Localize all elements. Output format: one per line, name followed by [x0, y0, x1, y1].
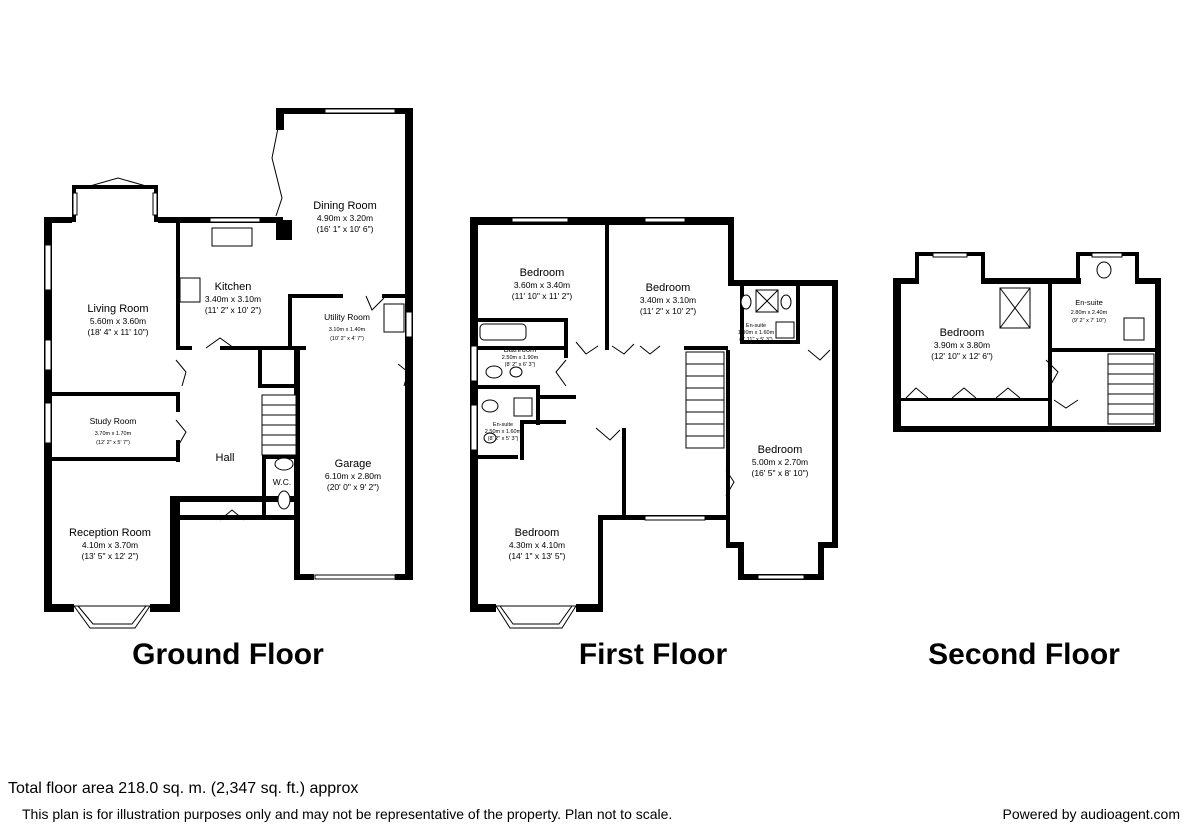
second-bedroom-metric: 3.90m x 3.80m [934, 340, 990, 350]
first-bedroom-2-imperial: (11' 2" x 10' 2") [640, 306, 697, 316]
first-bedroom-4-imperial: (14' 1" x 13' 5") [508, 551, 565, 561]
study-room-name: Study Room [90, 416, 137, 426]
first-bedroom-1-imperial: (11' 10" x 11' 2") [512, 291, 573, 301]
utility-room-metric: 3.10m x 1.40m [329, 327, 366, 333]
garage-name: Garage [335, 458, 372, 470]
bathroom-name: Bathroom [504, 345, 537, 354]
second-floor-plan [893, 252, 1161, 432]
second-bedroom-name: Bedroom [940, 327, 985, 339]
reception-room-imperial: (13' 5" x 12' 2") [81, 551, 138, 561]
first-ensuite-1-name: En-suite [746, 323, 766, 329]
garage-imperial: (20' 0" x 9' 2") [327, 482, 379, 492]
first-ensuite-2-name: En-suite [493, 422, 513, 428]
first-ensuite-1-metric: 1.90m x 1.60m [738, 330, 775, 336]
second-ensuite-imperial: (9' 2" x 7' 10") [1072, 318, 1106, 324]
reception-room-name: Reception Room [69, 527, 151, 539]
wc-name: W.C. [273, 477, 291, 487]
first-floor-title: First Floor [579, 638, 728, 671]
utility-room-name: Utility Room [324, 312, 370, 322]
reception-room-metric: 4.10m x 3.70m [82, 540, 138, 550]
dining-room-metric: 4.90m x 3.20m [317, 213, 373, 223]
study-room-metric: 3.70m x 1.70m [95, 431, 132, 437]
garage-metric: 6.10m x 2.80m [325, 471, 381, 481]
first-bedroom-2-name: Bedroom [646, 282, 691, 294]
bathroom-imperial: (8' 2" x 6' 3") [505, 362, 536, 368]
study-room-imperial: (12' 2" x 5' 7") [96, 440, 130, 446]
powered-by-link[interactable]: Powered by audioagent.com [1002, 806, 1180, 822]
second-bedroom-imperial: (12' 10" x 12' 6") [931, 351, 993, 361]
total-floor-area: Total floor area 218.0 sq. m. (2,347 sq.… [8, 780, 359, 797]
first-bedroom-3-metric: 5.00m x 2.70m [752, 457, 808, 467]
dining-room-imperial: (16' 1" x 10' 6") [316, 224, 373, 234]
ground-floor-plan [44, 108, 413, 629]
bathroom-metric: 2.50m x 1.90m [502, 355, 539, 361]
second-ensuite-name: En-suite [1075, 298, 1103, 307]
kitchen-metric: 3.40m x 3.10m [205, 294, 261, 304]
first-bedroom-2-metric: 3.40m x 3.10m [640, 295, 696, 305]
first-bedroom-1-metric: 3.60m x 3.40m [514, 280, 570, 290]
first-bedroom-1-name: Bedroom [520, 267, 565, 279]
utility-room-imperial: (10' 2" x 4' 7") [330, 336, 364, 342]
first-bedroom-3-imperial: (16' 5" x 8' 10") [751, 468, 808, 478]
second-floor-title: Second Floor [928, 638, 1120, 671]
first-ensuite-2-metric: 2.50m x 1.60m [485, 429, 522, 435]
ground-floor-title: Ground Floor [132, 638, 324, 671]
first-bedroom-4-name: Bedroom [515, 527, 560, 539]
hall-name: Hall [216, 452, 235, 464]
first-bedroom-3-name: Bedroom [758, 444, 803, 456]
first-bedroom-4-metric: 4.30m x 4.10m [509, 540, 565, 550]
kitchen-name: Kitchen [215, 281, 252, 293]
living-room-metric: 5.60m x 3.60m [90, 316, 146, 326]
first-ensuite-1-imperial: (6' 11" x 5' 3") [739, 337, 773, 343]
first-floor-plan [470, 217, 838, 629]
kitchen-imperial: (11' 2" x 10' 2") [205, 305, 262, 315]
dining-room-name: Dining Room [313, 200, 377, 212]
second-ensuite-metric: 2.80m x 2.40m [1071, 310, 1108, 316]
living-room-imperial: (18' 4" x 11' 10") [87, 327, 148, 337]
living-room-name: Living Room [87, 303, 148, 315]
first-ensuite-2-imperial: (8' 2" x 5' 3") [488, 436, 519, 442]
disclaimer-text: This plan is for illustration purposes o… [22, 806, 673, 822]
